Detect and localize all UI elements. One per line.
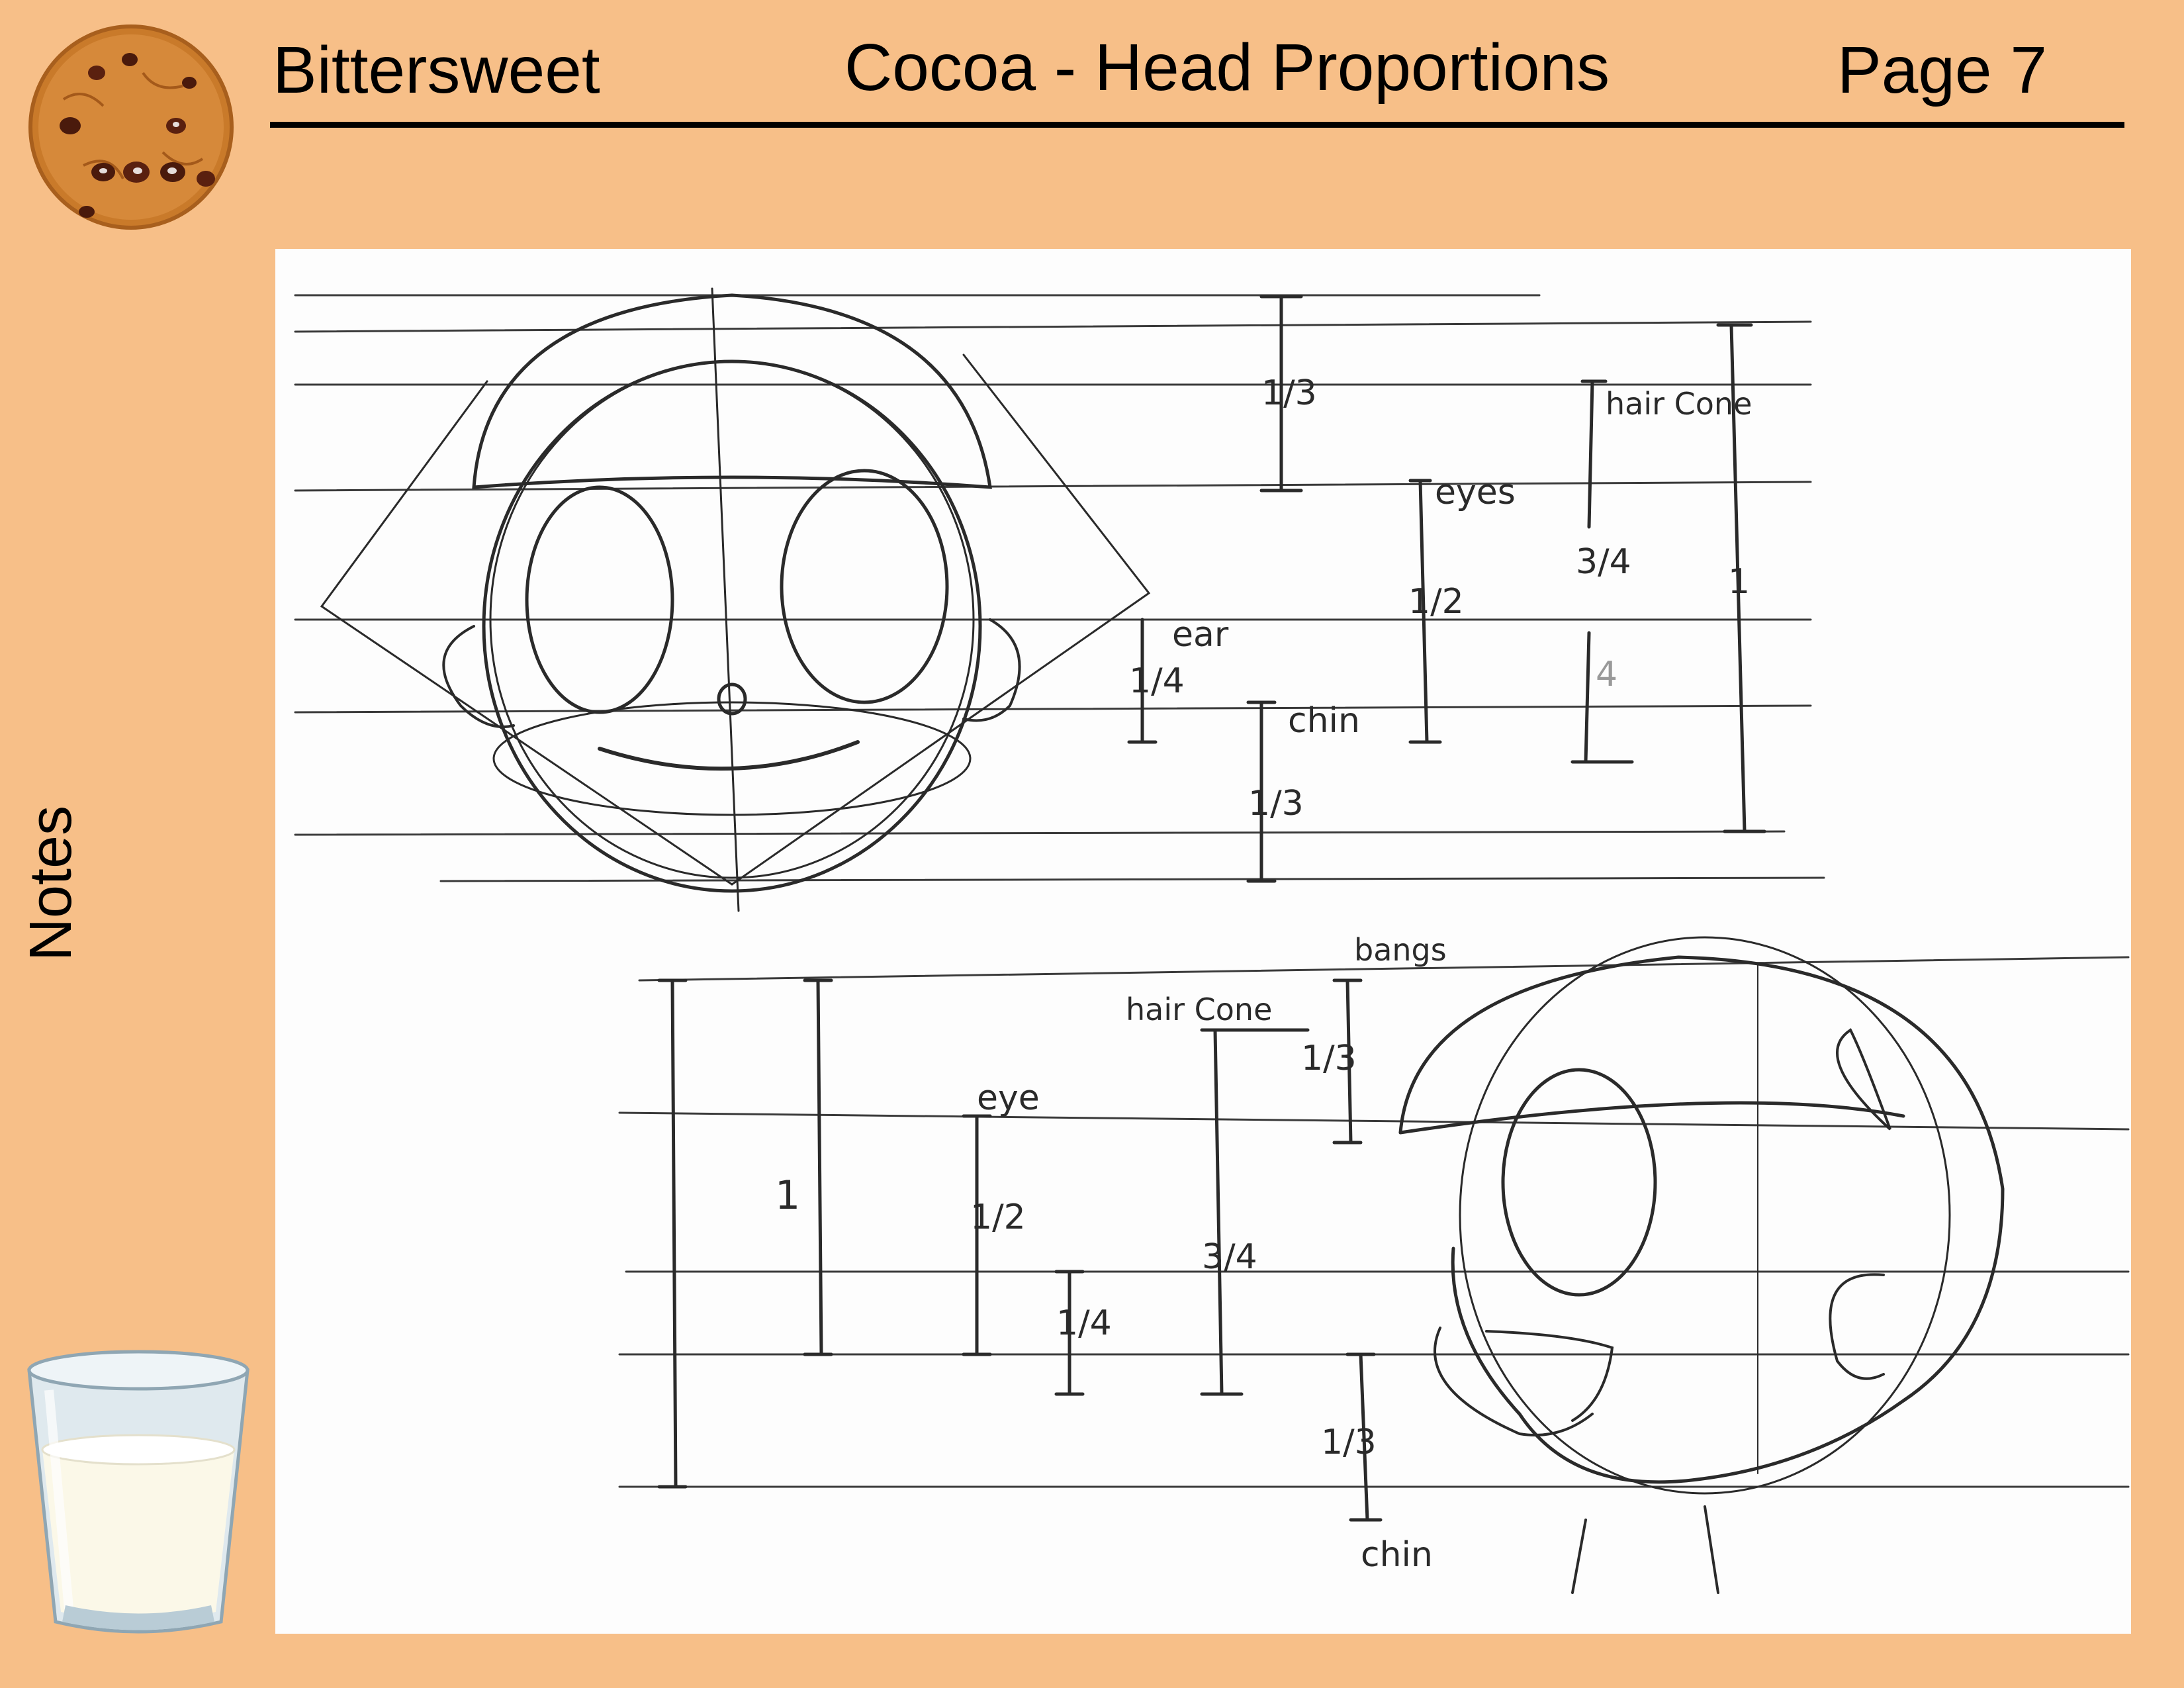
front-measurements <box>1127 295 1766 883</box>
project-name: Bittersweet <box>273 33 600 107</box>
label-chin-third: 1/3 <box>1248 784 1304 823</box>
label-top-third: 1/3 <box>1261 373 1317 413</box>
guide-lines-bottom <box>618 956 2130 1488</box>
label-eyes: eyes <box>1435 473 1516 512</box>
milk-glass-icon <box>23 1344 254 1642</box>
label-side-bottom-third: 1/3 <box>1321 1423 1377 1462</box>
label-ear: ear <box>1172 615 1229 655</box>
side-head-drawing <box>1398 936 2005 1594</box>
label-side-hair-fraction: 3/4 <box>1202 1237 1257 1277</box>
notes-label: Notes <box>18 805 84 961</box>
page-title: Cocoa - Head Proportions <box>844 30 1610 105</box>
front-labels: 1/3 eyes 1/2 hair Cone 3/4 1 ear 1/4 chi… <box>1129 373 1752 823</box>
front-head-drawing <box>320 287 1151 912</box>
side-labels: bangs hair Cone 1/3 eye 1/2 1 3/4 1/4 1/… <box>775 932 1447 1575</box>
label-hair-fraction: 3/4 <box>1576 542 1631 582</box>
label-side-chin: chin <box>1361 1535 1433 1575</box>
label-side-top-third: 1/3 <box>1301 1039 1357 1078</box>
label-side-quarter: 1/4 <box>1056 1303 1112 1343</box>
page-number: Page 7 <box>1837 33 2047 107</box>
label-bangs: bangs <box>1354 932 1447 968</box>
header-rule <box>270 122 2124 128</box>
label-eye: eye <box>977 1078 1040 1118</box>
label-hair-cone: hair Cone <box>1606 386 1752 422</box>
label-side-one: 1 <box>1728 562 1750 602</box>
side-measurements <box>657 978 1383 1522</box>
proportion-sketch: 1/3 eyes 1/2 hair Cone 3/4 1 ear 1/4 chi… <box>275 249 2131 1634</box>
label-ear-fraction: 1/4 <box>1129 661 1185 701</box>
label-faint-quarter: 4 <box>1596 655 1617 694</box>
cookie-icon <box>24 20 238 233</box>
label-one: 1 <box>775 1172 800 1219</box>
label-chin: chin <box>1288 701 1360 741</box>
label-eye-fraction: 1/2 <box>970 1197 1026 1237</box>
label-eyes-fraction: 1/2 <box>1408 582 1464 622</box>
label-side-hair-cone: hair Cone <box>1126 992 1272 1027</box>
guide-lines-top <box>294 294 1825 882</box>
